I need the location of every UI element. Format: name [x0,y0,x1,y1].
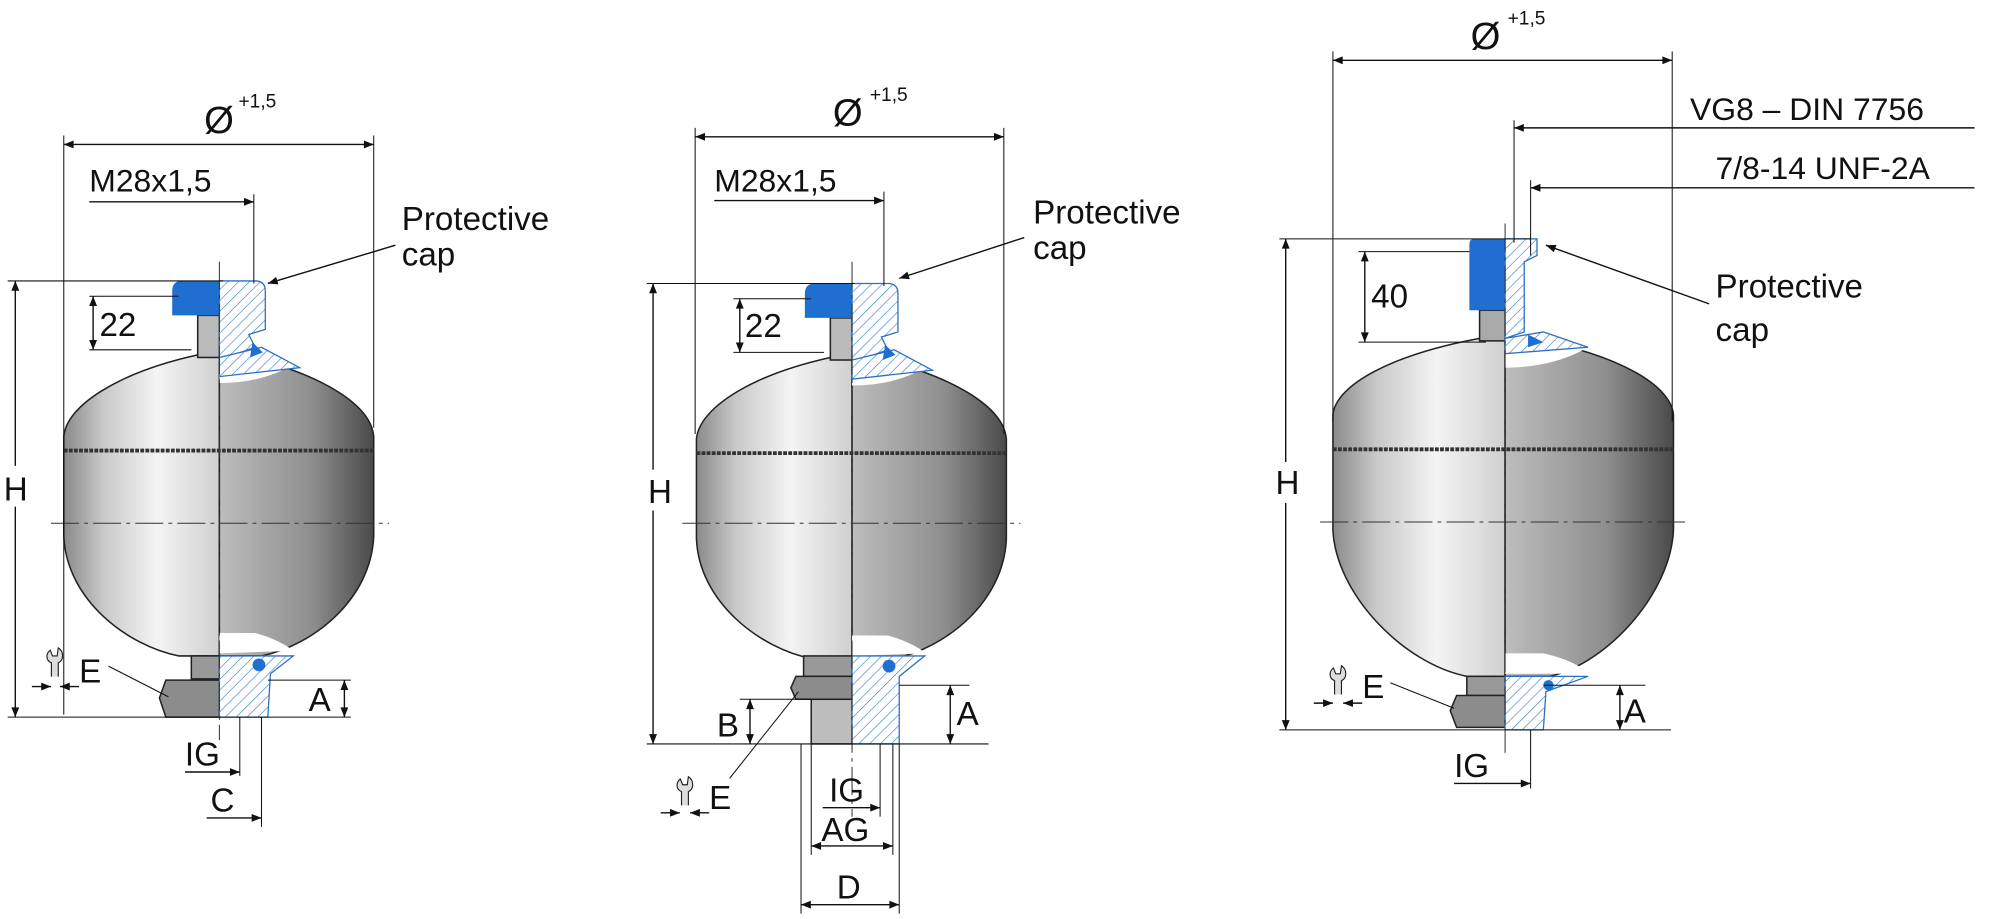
oil-port [789,655,927,745]
protective-cap-label-2: cap [1033,230,1086,267]
dim-ig-label: IG [185,737,220,774]
protective-cap-icon [172,280,220,316]
wrench-size-label: E [709,780,731,817]
accumulator-unit-2: Ø +1,5 M28x1,5 Protective cap H 22 A B E [644,85,1181,914]
hex-nut-icon [789,675,853,701]
dim-c-label: C [210,783,234,820]
protective-cap-icon [804,283,853,318]
dim-ag-label: AG [821,812,869,849]
dim-d-label: D [837,869,861,906]
dim-a-label: A [957,696,980,733]
diameter-label: Ø [204,99,234,142]
tolerance-label: +1,5 [870,85,908,106]
wrench-icon [46,647,64,678]
height-label: H [4,471,28,508]
tolerance-label: +1,5 [239,91,277,112]
protective-cap-label-2: cap [402,237,455,274]
protective-cap-icon [1469,238,1506,311]
gas-valve [1469,238,1589,355]
wrench-icon [1329,665,1347,696]
wrench-size-label: E [1362,669,1384,706]
wrench-size-label: E [79,654,101,691]
vessel-body [63,354,375,657]
top-dimension-label: 22 [745,308,782,345]
protective-cap-label-2: cap [1716,312,1769,349]
height-label: H [648,474,672,511]
dim-a-label: A [1624,693,1647,730]
thread-label: M28x1,5 [714,163,836,199]
valve-thread-label: 7/8-14 UNF-2A [1716,150,1931,186]
top-dimension-label: 22 [99,307,136,344]
dim-ig-label: IG [829,772,864,809]
dim-ig-label: IG [1454,748,1489,785]
protective-cap-label: Protective [1716,269,1863,306]
top-dimension-label: 40 [1371,279,1408,316]
vessel-body [695,356,1008,660]
wrench-icon [676,776,694,806]
oil-port [1449,675,1589,731]
vessel-body [1332,337,1675,678]
accumulator-unit-1: Ø +1,5 M28x1,5 Protective cap H 22 E A [2,91,549,827]
protective-cap-label: Protective [1033,195,1180,232]
valve-standard-label: VG8 – DIN 7756 [1690,91,1924,127]
accumulator-unit-3: Ø +1,5 VG8 – DIN 7756 7/8-14 UNF-2A Prot… [1272,9,1975,789]
gas-valve [172,280,302,378]
hex-nut-icon [158,679,221,718]
tolerance-label: +1,5 [1508,9,1546,30]
thread-label: M28x1,5 [89,163,211,199]
protective-cap-label: Protective [402,201,549,238]
height-label: H [1276,465,1300,502]
diameter-label: Ø [1471,15,1501,58]
dim-a-label: A [309,682,332,719]
diameter-label: Ø [833,91,863,134]
oil-port [158,655,296,718]
dim-b-label: B [717,707,739,744]
hex-nut-icon [1449,694,1506,729]
